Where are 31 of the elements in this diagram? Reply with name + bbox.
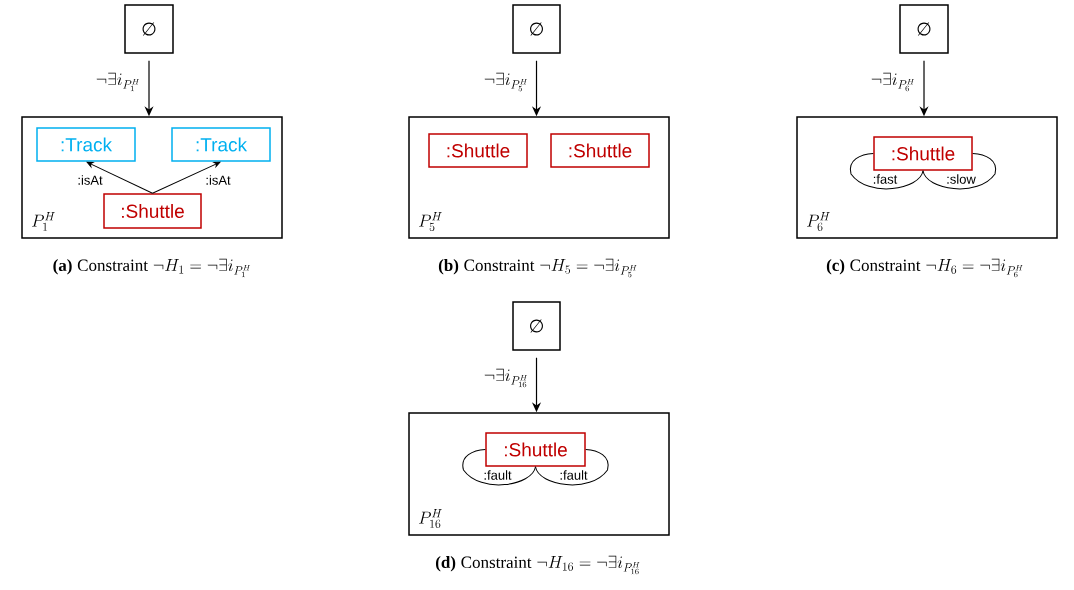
- empty-set-box: ∅: [512, 4, 561, 54]
- caption: (d) Constraint $\neg H_{16} = \neg\exists i_{P_{16}^H}$: [435, 555, 640, 575]
- arrow: [86, 161, 153, 194]
- empty-set-box: ∅: [899, 4, 949, 54]
- empty-set-box: ∅: [124, 4, 174, 54]
- edge-label: :isAt: [204, 174, 232, 186]
- loop-edge: [849, 153, 924, 190]
- class-box: :Shuttle: [550, 133, 650, 168]
- empty-set-box: ∅: [512, 301, 561, 351]
- edge-label: $\neg\exists i_{P_1^H}$: [94, 71, 142, 93]
- arrow: [152, 161, 221, 194]
- loop-edge: [922, 153, 997, 190]
- caption: (c) Constraint $\neg H_6 = \neg\exists i_{P_6^H}$: [826, 258, 1023, 278]
- edge-label: $\neg\exists i_{P_5^H}$: [482, 71, 530, 93]
- class-box: :Shuttle: [428, 133, 528, 168]
- edge-label: :isAt: [76, 174, 104, 186]
- loop-edge: [535, 449, 609, 486]
- edge-label: :fault: [484, 470, 512, 480]
- edge-label: :slow: [947, 174, 976, 184]
- caption: (a) Constraint $\neg H_1 = \neg\exists i_{P_1^H}$: [53, 258, 251, 278]
- edge-label: :fast: [873, 174, 898, 184]
- edge-label: $\neg\exists i_{P_{16}^H}$: [482, 367, 530, 389]
- class-box: :Track: [36, 127, 136, 162]
- class-box: :Shuttle: [485, 432, 586, 467]
- edge-label: :fault: [560, 470, 588, 480]
- class-box: :Track: [171, 127, 271, 162]
- edge-label: $\neg\exists i_{P_6^H}$: [869, 71, 917, 93]
- class-box: :Shuttle: [103, 193, 202, 229]
- class-box: :Shuttle: [873, 136, 973, 171]
- loop-edge: [462, 449, 536, 486]
- caption: (b) Constraint $\neg H_5 = \neg\exists i_{P_5^H}$: [438, 258, 637, 278]
